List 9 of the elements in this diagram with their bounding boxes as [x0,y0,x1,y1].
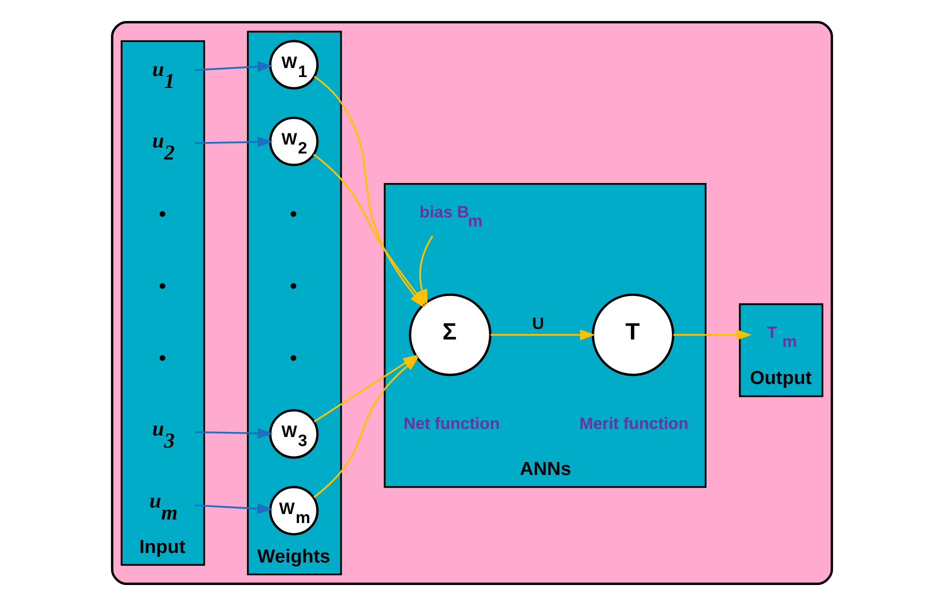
edge-label: U [532,315,544,334]
label: • [290,202,298,226]
node-label: Net function [404,414,500,433]
label: • [158,274,166,298]
label: • [158,202,166,226]
label: • [290,346,298,370]
label: • [158,346,166,370]
node-label: Merit function [579,414,688,433]
label: • [290,274,298,298]
